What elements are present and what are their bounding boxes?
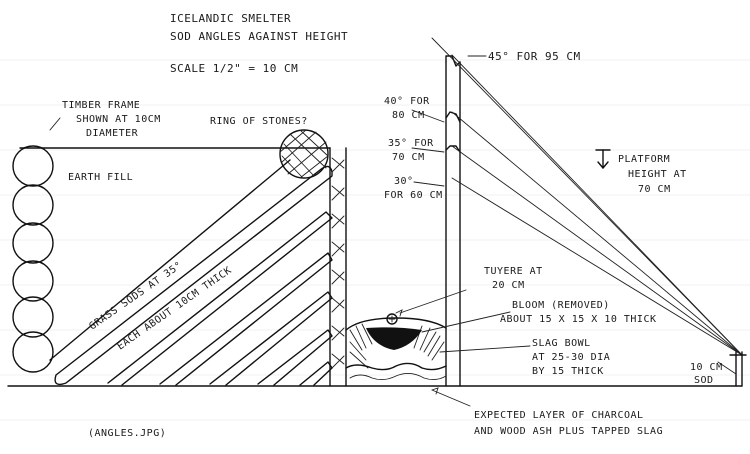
slag-arrow [439,345,531,353]
platform-label: PLATFORM [618,154,670,165]
charcoal-arrow [431,389,471,407]
timber-arrow [49,117,61,131]
slag-bowl [345,317,447,381]
scale-label: SCALE 1/2" = 10 CM [170,62,298,75]
angle-30-leader [413,181,445,187]
right-sod-post [729,351,747,387]
angle-30-height: FOR 60 CM [384,190,443,201]
grass-sods [49,159,333,386]
angle-line-30 [451,177,743,356]
sod-top-edge [49,159,291,361]
charcoal-layer-label: EXPECTED LAYER OF CHARCOAL [474,410,644,421]
sod-band [209,291,333,386]
angle-35-label: 35° FOR [388,138,434,149]
sod-band [107,211,333,386]
charcoal-arrowhead [431,387,439,395]
charcoal-layer-label: AND WOOD ASH PLUS TAPPED SLAG [474,426,663,437]
bloom-label: BLOOM (REMOVED) [512,300,610,311]
timber-frame-label: SHOWN AT 10CM [76,114,161,125]
slag-bowl-size: AT 25-30 DIA [532,352,610,363]
bloom-arrow [421,311,511,333]
title: ICELANDIC SMELTER [170,12,291,25]
grass-sods-thickness-label: EACH ABOUT 10CM THICK [115,265,233,353]
platform-height-arrow [595,149,611,169]
timber-log [12,260,54,302]
timber-logs [12,145,54,373]
ring-of-stones [279,129,329,179]
timber-log [12,184,54,226]
platform-label: 70 CM [638,184,671,195]
angle-35-height: 70 CM [392,152,425,163]
timber-frame-label: TIMBER FRAME [62,100,140,111]
angle-lines [431,37,743,356]
slag-bowl-thick: BY 15 THICK [532,366,604,377]
paper-grid [0,59,750,421]
angle-line-35 [451,145,743,356]
angle-line-40 [451,111,743,356]
ring-of-stones-label: RING OF STONES? [210,116,308,127]
sod-leader [717,361,737,375]
angle-35-leader [411,147,445,153]
tuyere-label: TUYERE AT [484,266,543,277]
timber-log [12,145,54,187]
bloom [366,313,422,350]
platform-label: HEIGHT AT [628,169,687,180]
slag-bowl-label: SLAG BOWL [532,338,591,349]
angle-line-outer [431,37,743,356]
tuyere-mark [386,313,398,325]
sod-label: SOD [694,375,714,386]
platform-post [445,55,461,387]
leader-arrows [49,55,737,407]
sod-label: 10 CM [690,362,723,373]
tuyere-arrowhead [395,309,403,317]
angle-40-height: 80 CM [392,110,425,121]
sod-band [299,361,333,386]
tuyere-arrow [399,289,467,314]
timber-log [12,331,54,373]
bloom-size: ABOUT 15 X 15 X 10 THICK [500,314,657,325]
timber-frame-label: DIAMETER [86,128,139,139]
angle-30-label: 30° [394,176,414,187]
timber-log [12,296,54,338]
timber-log [12,222,54,264]
angle-40-label: 40° FOR [384,96,430,107]
grass-sods-label: GRASS SODS AT 35° [87,260,184,333]
furnace-wall [329,147,347,387]
earth-fill-label: EARTH FILL [68,172,133,183]
subtitle: SOD ANGLES AGAINST HEIGHT [170,30,348,43]
filename-label: (ANGLES.JPG) [88,428,166,439]
angle-40-leader [411,109,445,123]
sod-band [54,165,333,386]
tuyere-height: 20 CM [492,280,525,291]
angle-45-label: 45° FOR 95 CM [488,50,581,63]
